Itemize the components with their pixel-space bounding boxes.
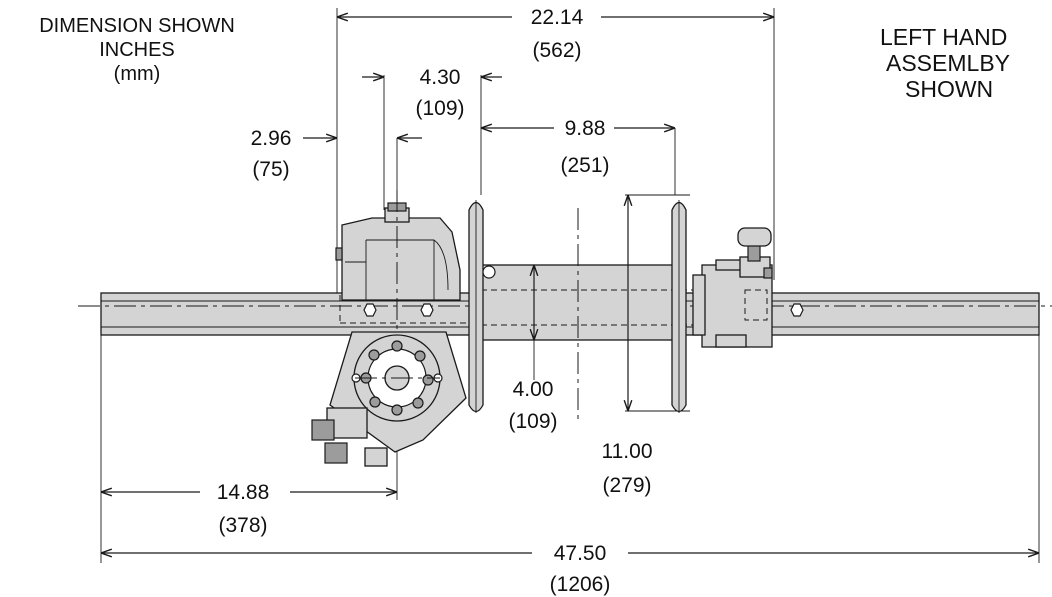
units-note-line3: (mm) <box>113 63 161 85</box>
drum-flange-left <box>468 200 484 413</box>
dim-9-88-mm: (251) <box>560 154 610 177</box>
drum-bolt <box>482 265 496 279</box>
dim-14-88-mm: (378) <box>218 514 268 537</box>
dimension-lines <box>101 17 1039 553</box>
dim-22-14-in: 22.14 <box>530 6 584 29</box>
dim-4-30-in: 4.30 <box>419 66 461 89</box>
hand-note-line1: LEFT HAND <box>880 24 1008 50</box>
hand-note-line2: ASSEMLBY <box>886 50 1010 76</box>
brake-hub <box>692 227 773 348</box>
dim-11-00-mm: (279) <box>602 474 652 497</box>
dim-47-50-in: 47.50 <box>553 542 607 565</box>
dim-4-30-mm: (109) <box>415 97 465 120</box>
hydraulic-motor <box>311 331 467 467</box>
units-note-line2: INCHES <box>99 39 175 61</box>
hand-note: LEFT HAND ASSEMLBY SHOWN <box>872 24 1052 102</box>
hand-note-line3: SHOWN <box>905 76 994 102</box>
dim-22-14-mm: (562) <box>532 39 582 62</box>
drum-flange-right <box>671 200 687 413</box>
dim-4-00-mm: (109) <box>508 410 558 433</box>
dim-2-96-mm: (75) <box>252 158 290 181</box>
units-note-line1: DIMENSION SHOWN <box>39 15 235 37</box>
dim-47-50-mm: (1206) <box>549 573 611 596</box>
units-note: DIMENSION SHOWN INCHES (mm) <box>2 14 272 86</box>
dim-2-96-in: 2.96 <box>250 127 292 150</box>
dim-4-00-in: 4.00 <box>512 378 554 401</box>
dim-14-88-in: 14.88 <box>216 481 270 504</box>
gearbox <box>335 202 461 301</box>
dim-11-00-in: 11.00 <box>601 440 653 463</box>
dim-9-88-in: 9.88 <box>564 117 606 140</box>
